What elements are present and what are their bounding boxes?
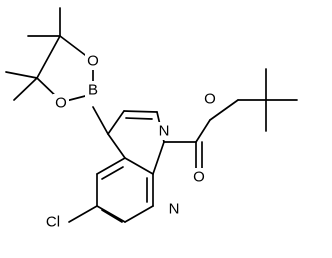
pyrrole-nitrogen-label: N <box>159 123 170 140</box>
pyridine-nitrogen-label: N <box>169 201 180 218</box>
bond <box>101 209 123 223</box>
bond <box>36 35 61 79</box>
bond <box>124 205 154 223</box>
bond <box>13 77 38 101</box>
ester-oxygen-label: O <box>204 91 216 108</box>
bond <box>152 141 165 175</box>
bond <box>195 119 211 143</box>
bond <box>123 110 158 113</box>
atom-labels: Cl N N B O O O O <box>40 52 218 231</box>
bond <box>68 205 98 223</box>
bond <box>92 106 109 135</box>
ring-oxygen-bottom-label: O <box>55 95 67 112</box>
bond <box>124 157 154 175</box>
bond <box>96 157 126 175</box>
bond <box>96 205 126 223</box>
bond <box>125 117 153 120</box>
bond <box>101 166 124 180</box>
boron-label: B <box>88 82 98 99</box>
bond <box>107 110 125 135</box>
bond <box>5 71 38 79</box>
bond <box>209 99 239 121</box>
bond <box>107 133 126 159</box>
chlorine-label: Cl <box>46 214 60 231</box>
ring-oxygen-top-label: O <box>87 53 99 70</box>
carbonyl-oxygen-label: O <box>193 169 205 186</box>
bond-skeleton <box>5 7 298 223</box>
